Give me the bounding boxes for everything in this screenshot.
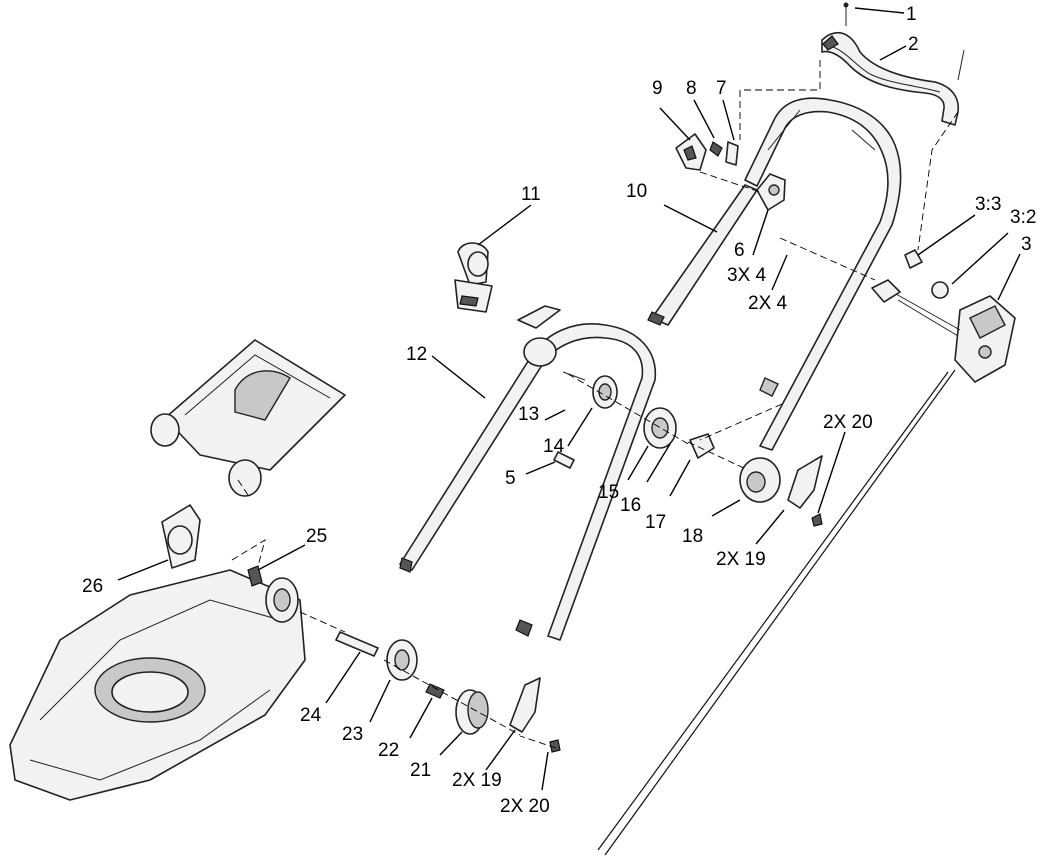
part-8-spring: [709, 141, 723, 157]
callout-9: 9: [652, 78, 663, 99]
part-10-tube: [647, 184, 758, 326]
part-upper-handle: [744, 97, 902, 451]
part-19b-lever: [509, 677, 541, 733]
callout-4-3x: 3X 4: [727, 265, 767, 286]
part-22-bolt: [425, 683, 445, 699]
callout-13: 13: [518, 404, 539, 425]
part-26-bracket: [161, 504, 201, 569]
callout-7: 7: [716, 78, 727, 99]
callout-18: 18: [682, 526, 703, 547]
callout-12: 12: [406, 344, 427, 365]
callout-11: 11: [521, 184, 541, 205]
callout-20-right: 2X 20: [823, 412, 873, 433]
part-top-grip: [821, 31, 960, 126]
part-3-2-knob: [931, 281, 949, 299]
part-3-control-box: [871, 279, 1016, 383]
callout-19-left: 2X 19: [452, 770, 502, 791]
leader-lines: [117, 7, 1021, 791]
callout-19-right: 2X 19: [716, 549, 766, 570]
callout-labels: 1 2 3 3:2 3:3 3X 4 2X 4 5 6 7 8 9 10 11 …: [82, 4, 1036, 817]
part-17-clip: [689, 433, 715, 459]
part-cable-a: [604, 369, 956, 856]
part-23-gear: [386, 639, 418, 681]
part-deck-gear: [265, 577, 299, 623]
part-16-gear: [643, 407, 677, 449]
part-14-hub: [592, 375, 618, 409]
part-11-clamp: [454, 242, 493, 313]
callout-1: 1: [906, 4, 917, 25]
part-18-wheel: [739, 457, 781, 503]
part-cable-b: [597, 371, 949, 851]
part-3-3-clip: [904, 249, 923, 269]
callout-3: 3: [1021, 234, 1032, 255]
callout-2: 2: [908, 34, 919, 55]
part-lower-handle: [399, 305, 657, 641]
part-13-pin: [562, 371, 586, 381]
callout-15: 15: [598, 482, 619, 503]
callout-10: 10: [626, 181, 647, 202]
part-9-bracket: [675, 133, 707, 171]
part-20-screw: [811, 513, 823, 527]
callout-23: 23: [342, 724, 363, 745]
callout-6: 6: [734, 240, 745, 261]
part-screw-1: [843, 2, 849, 26]
callout-3-3: 3:3: [975, 194, 1001, 215]
callout-26: 26: [82, 576, 103, 597]
part-7-clip: [725, 141, 739, 166]
callout-4-2x: 2X 4: [748, 293, 788, 314]
part-5-bolt: [553, 451, 575, 469]
callout-5: 5: [505, 468, 516, 489]
part-6-housing: [756, 173, 786, 211]
callout-20-left: 2X 20: [500, 796, 550, 817]
callout-22: 22: [378, 740, 399, 761]
part-mower-deck: [9, 569, 306, 801]
callout-3-2: 3:2: [1010, 207, 1036, 228]
callout-14: 14: [543, 436, 565, 457]
part-25-spring: [247, 565, 263, 587]
alignment-lines: [231, 60, 959, 749]
part-19-lever: [787, 455, 823, 509]
callout-24: 24: [300, 705, 322, 726]
callout-25: 25: [306, 526, 327, 547]
part-21-wheel: [455, 689, 489, 735]
callout-21: 21: [410, 760, 431, 781]
callout-17: 17: [645, 512, 666, 533]
part-24-axle: [335, 631, 379, 657]
part-20b-screw: [549, 739, 561, 753]
callout-8: 8: [686, 78, 697, 99]
callout-16: 16: [620, 495, 641, 516]
part-screw-1b: [957, 49, 965, 81]
part-grass-box: [150, 339, 346, 497]
